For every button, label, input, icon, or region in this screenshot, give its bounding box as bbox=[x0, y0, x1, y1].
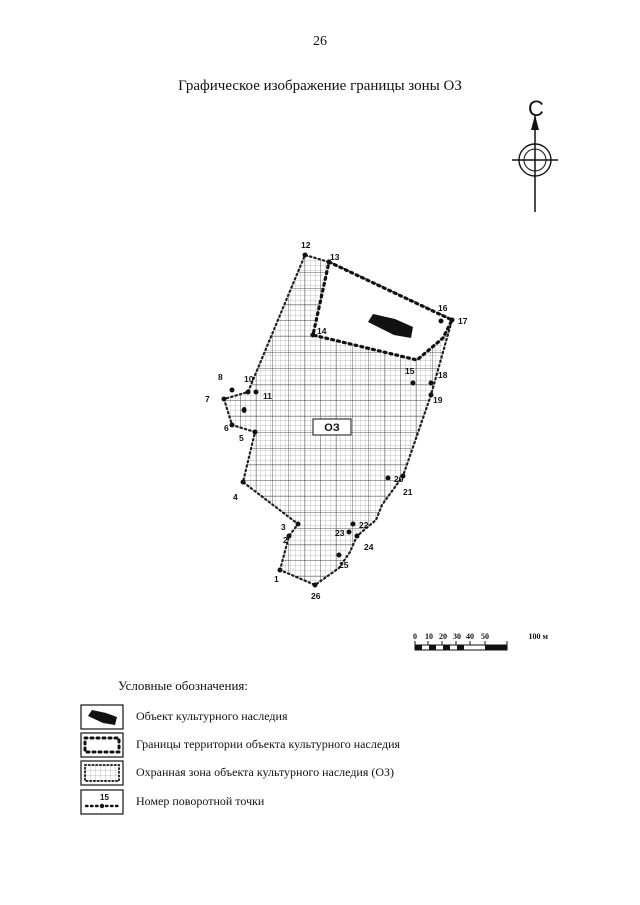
heritage-territory-boundary bbox=[311, 259, 455, 362]
scale-tick-20: 20 bbox=[439, 632, 447, 641]
zone-label-box: ОЗ bbox=[312, 418, 352, 436]
legend-item-territory-boundary: Границы территории объекта культурного н… bbox=[80, 732, 480, 758]
legend-item-protection-zone: Охранная зона объекта культурного наслед… bbox=[80, 760, 480, 786]
point-label-12: 12 bbox=[301, 240, 311, 250]
point-label-15: 15 bbox=[405, 366, 415, 376]
legend-symbol-territory-boundary bbox=[80, 732, 124, 758]
legend-text-protection-zone: Охранная зона объекта культурного наслед… bbox=[136, 765, 395, 779]
legend-symbol-protection-zone bbox=[80, 760, 124, 786]
point-label-13: 13 bbox=[330, 252, 340, 262]
point-label-6: 6 bbox=[224, 423, 229, 433]
legend-text-turning-point: Номер поворотной точки bbox=[136, 794, 265, 808]
legend-item-turning-point: 15 Номер поворотной точки bbox=[80, 789, 480, 815]
legend-symbol-heritage-object bbox=[80, 704, 124, 730]
point-label-24: 24 bbox=[364, 542, 374, 552]
turning-points bbox=[221, 252, 455, 588]
north-arrow: С bbox=[512, 96, 558, 212]
legend-text-territory-boundary: Границы территории объекта культурного н… bbox=[136, 737, 401, 751]
page-number: 26 bbox=[313, 34, 327, 49]
legend-text-heritage-object: Объект культурного наследия bbox=[136, 709, 288, 723]
scale-tick-10: 10 bbox=[425, 632, 433, 641]
point-label-4: 4 bbox=[233, 492, 238, 502]
point-label-18: 18 bbox=[438, 370, 448, 380]
point-label-2: 2 bbox=[283, 535, 288, 545]
scale-tick-40: 40 bbox=[466, 632, 474, 641]
scale-tick-30: 30 bbox=[453, 632, 461, 641]
point-label-26: 26 bbox=[311, 591, 321, 601]
point-label-22: 22 bbox=[359, 520, 369, 530]
point-label-25: 25 bbox=[339, 560, 349, 570]
point-label-19: 19 bbox=[433, 395, 443, 405]
point-label-3: 3 bbox=[281, 522, 286, 532]
point-label-17: 17 bbox=[458, 316, 468, 326]
point-label-7: 7 bbox=[205, 394, 210, 404]
point-label-10: 10 bbox=[244, 374, 254, 384]
scale-bar: 0 10 20 30 40 50 100 м bbox=[413, 632, 549, 651]
point-labels: 1 2 3 4 5 6 7 8 9 10 11 12 13 14 15 16 1… bbox=[205, 240, 468, 601]
heritage-object bbox=[368, 314, 413, 338]
scale-tick-50: 50 bbox=[481, 632, 489, 641]
point-label-9: 9 bbox=[242, 405, 247, 415]
scale-end-label: 100 м bbox=[529, 632, 549, 641]
point-label-14: 14 bbox=[317, 326, 327, 336]
legend-title: Условные обозначения: bbox=[118, 678, 249, 693]
legend-symbol-turning-point: 15 bbox=[80, 789, 124, 815]
page-title: Графическое изображение границы зоны ОЗ bbox=[178, 78, 462, 94]
north-label: С bbox=[528, 96, 544, 121]
point-label-16: 16 bbox=[438, 303, 448, 313]
zone-label: ОЗ bbox=[324, 422, 340, 434]
point-label-1: 1 bbox=[274, 574, 279, 584]
point-label-23: 23 bbox=[335, 528, 345, 538]
point-label-20: 20 bbox=[394, 474, 404, 484]
point-label-21: 21 bbox=[403, 487, 413, 497]
point-label-5: 5 bbox=[239, 433, 244, 443]
legend-sample-point: 15 bbox=[100, 793, 109, 802]
point-label-11: 11 bbox=[263, 391, 272, 401]
point-label-8: 8 bbox=[218, 372, 223, 382]
scale-tick-0: 0 bbox=[413, 632, 417, 641]
legend-item-heritage-object: Объект культурного наследия bbox=[80, 704, 480, 730]
